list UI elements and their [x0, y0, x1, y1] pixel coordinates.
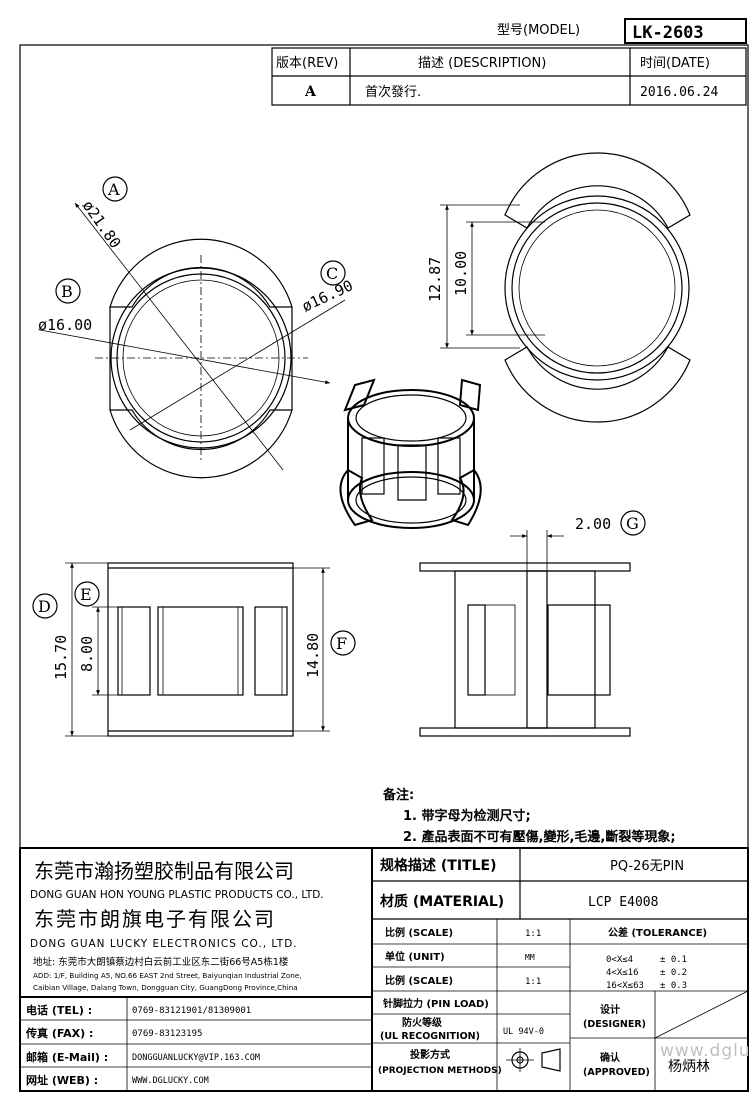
proj-label-2: (PROJECTION METHODS): [378, 1066, 502, 1076]
material-label: 材质 (MATERIAL): [380, 893, 504, 910]
front-view-right: [419, 530, 631, 737]
company-name-en-2: DONG GUAN LUCKY ELECTRONICS CO., LTD.: [30, 938, 298, 950]
notes-title: 备注:: [382, 787, 414, 803]
model-label: 型号(MODEL): [497, 23, 580, 38]
address-en-2: Caibian Village, Dalang Town, Dongguan C…: [33, 983, 298, 992]
front-view-left: [65, 562, 330, 737]
model-header: 型号(MODEL) LK-2603: [497, 18, 747, 44]
svg-text:B: B: [61, 282, 73, 301]
ul-value: UL 94V-0: [503, 1027, 544, 1037]
title-block: [19, 847, 749, 1092]
tol-value-2: ± 0.2: [660, 968, 687, 978]
callout-C: C: [320, 260, 346, 286]
dim-H2: 10.00: [452, 251, 470, 296]
top-view-left: [39, 202, 346, 479]
dim-G: 2.00: [575, 515, 611, 533]
date-label: 时间(DATE): [640, 56, 710, 71]
unit-value: MM: [525, 953, 535, 962]
tel-value: 0769-83121901/81309001: [132, 1006, 251, 1016]
desc-value: 首次發行.: [365, 84, 421, 100]
svg-text:D: D: [38, 597, 51, 616]
isometric-view: [339, 378, 482, 529]
callout-B: B: [55, 278, 81, 304]
pin-load-label: 针脚拉力 (PIN LOAD): [383, 997, 489, 1010]
notes: 备注: 1. 带字母为检测尺寸; 2. 產品表面不可有壓傷,變形,毛邊,斷裂等現…: [382, 787, 676, 845]
title-value: PQ-26无PIN: [610, 859, 684, 874]
address-en-1: ADD: 1/F, Building A5, NO.66 EAST 2nd St…: [33, 971, 302, 980]
approved-value: 杨炳林: [668, 1059, 710, 1075]
fax-value: 0769-83123195: [132, 1029, 202, 1039]
tol-range-2: 4<X≤16: [606, 968, 639, 978]
title-label: 规格描述 (TITLE): [380, 857, 496, 874]
fax-label: 传真 (FAX) :: [25, 1026, 93, 1040]
unit-label: 单位 (UNIT): [385, 950, 445, 963]
designer-label-2: (DESIGNER): [583, 1019, 646, 1030]
company-name-en-1: DONG GUAN HON YOUNG PLASTIC PRODUCTS CO.…: [30, 889, 324, 901]
address-cn: 地址: 东莞市大朗镇蔡边村白云前工业区东二街66号A5栋1楼: [33, 956, 289, 968]
callout-A: A: [102, 176, 128, 202]
dim-F: 14.80: [304, 633, 322, 678]
revision-table: 版本(REV) 描述 (DESCRIPTION) 时间(DATE) A 首次發行…: [271, 47, 747, 106]
approved-label-2: (APPROVED): [583, 1067, 650, 1078]
desc-label: 描述 (DESCRIPTION): [418, 56, 546, 71]
svg-text:E: E: [80, 585, 92, 604]
approved-label-1: 确认: [600, 1051, 621, 1064]
callout-G: G: [620, 510, 646, 536]
dim-B: ø16.00: [38, 316, 92, 334]
email-label: 邮箱 (E-Mail) :: [26, 1050, 108, 1064]
scale-value: 1:1: [525, 929, 541, 939]
web-label: 网址 (WEB) :: [26, 1073, 98, 1087]
scale2-label: 比例 (SCALE): [385, 974, 453, 987]
dim-H1: 12.87: [426, 257, 444, 302]
scale-label: 比例 (SCALE): [385, 926, 453, 939]
svg-text:C: C: [326, 264, 338, 283]
ul-label-1: 防火等级: [402, 1016, 443, 1029]
tolerance-label: 公差 (TOLERANCE): [608, 926, 707, 939]
note-1: 1. 带字母为检测尺寸;: [403, 808, 531, 824]
dim-D: 15.70: [52, 635, 70, 680]
company-name-cn-2: 东莞市朗旗电子有限公司: [34, 907, 276, 931]
date-value: 2016.06.24: [640, 85, 718, 100]
dim-E: 8.00: [78, 636, 96, 672]
tol-range-3: 16<X≤63: [606, 981, 644, 991]
model-box: [624, 18, 747, 44]
email-value: DONGGUANLUCKY@VIP.163.COM: [132, 1053, 260, 1063]
designer-label-1: 设计: [600, 1003, 620, 1016]
ul-label-2: (UL RECOGNITION): [380, 1031, 480, 1042]
svg-text:A: A: [107, 180, 120, 199]
proj-label-1: 投影方式: [410, 1048, 450, 1061]
tol-value-3: ± 0.3: [660, 981, 687, 991]
svg-text:F: F: [336, 634, 347, 653]
note-2: 2. 產品表面不可有壓傷,變形,毛邊,斷裂等現象;: [403, 829, 676, 845]
tel-label: 电话 (TEL) :: [26, 1003, 92, 1017]
material-value: LCP E4008: [588, 895, 658, 910]
company-name-cn-1: 东莞市瀚扬塑胶制品有限公司: [34, 859, 294, 883]
dim-A: ø21.80: [79, 197, 125, 252]
top-view-right: [440, 152, 691, 423]
watermark: www.dglucky.com: [660, 1041, 750, 1061]
rev-value: A: [304, 84, 317, 100]
tol-value-1: ± 0.1: [660, 955, 687, 965]
model-value: LK-2603: [632, 23, 704, 43]
web-value: WWW.DGLUCKY.COM: [132, 1076, 209, 1086]
projection-symbol-icon: [506, 1048, 561, 1072]
scale2-value: 1:1: [525, 977, 541, 987]
rev-label: 版本(REV): [276, 56, 338, 71]
tol-range-1: 0<X≤4: [606, 955, 633, 965]
svg-text:G: G: [626, 514, 639, 533]
callout-D: D: [32, 593, 58, 619]
callout-F: F: [330, 630, 356, 656]
callout-E: E: [74, 581, 100, 607]
